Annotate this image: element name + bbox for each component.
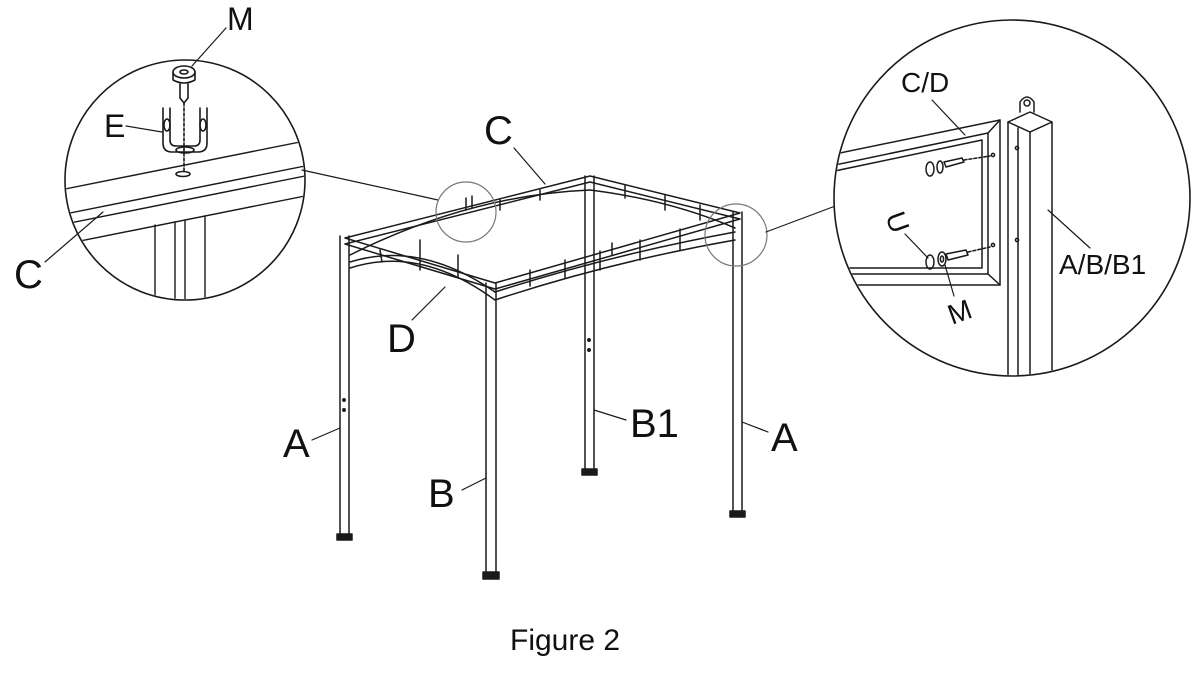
figure-caption: Figure 2 [510, 624, 620, 657]
label-E: E [104, 108, 125, 144]
main-labels: C D A B B1 A [283, 109, 798, 516]
label-B: B [428, 472, 455, 516]
bracket-E [162, 107, 208, 178]
gazebo-frame [336, 175, 746, 580]
highlight-circle-corner [704, 203, 768, 267]
label-M-top: M [227, 1, 254, 37]
left-detail-magnifier: M E C [14, 1, 306, 301]
label-A-left: A [283, 422, 310, 466]
label-C-main: C [484, 109, 513, 153]
label-B1: B1 [630, 402, 679, 446]
label-CD: C/D [901, 67, 949, 98]
bolt-M-top [172, 65, 196, 173]
label-C-detail: C [14, 253, 43, 297]
right-detail-magnifier: C/D U M A/B/B1 [833, 19, 1191, 377]
label-D: D [387, 317, 416, 361]
label-ABB1: A/B/B1 [1059, 249, 1146, 280]
highlight-circle-top [435, 181, 497, 243]
label-A-right: A [771, 416, 798, 460]
